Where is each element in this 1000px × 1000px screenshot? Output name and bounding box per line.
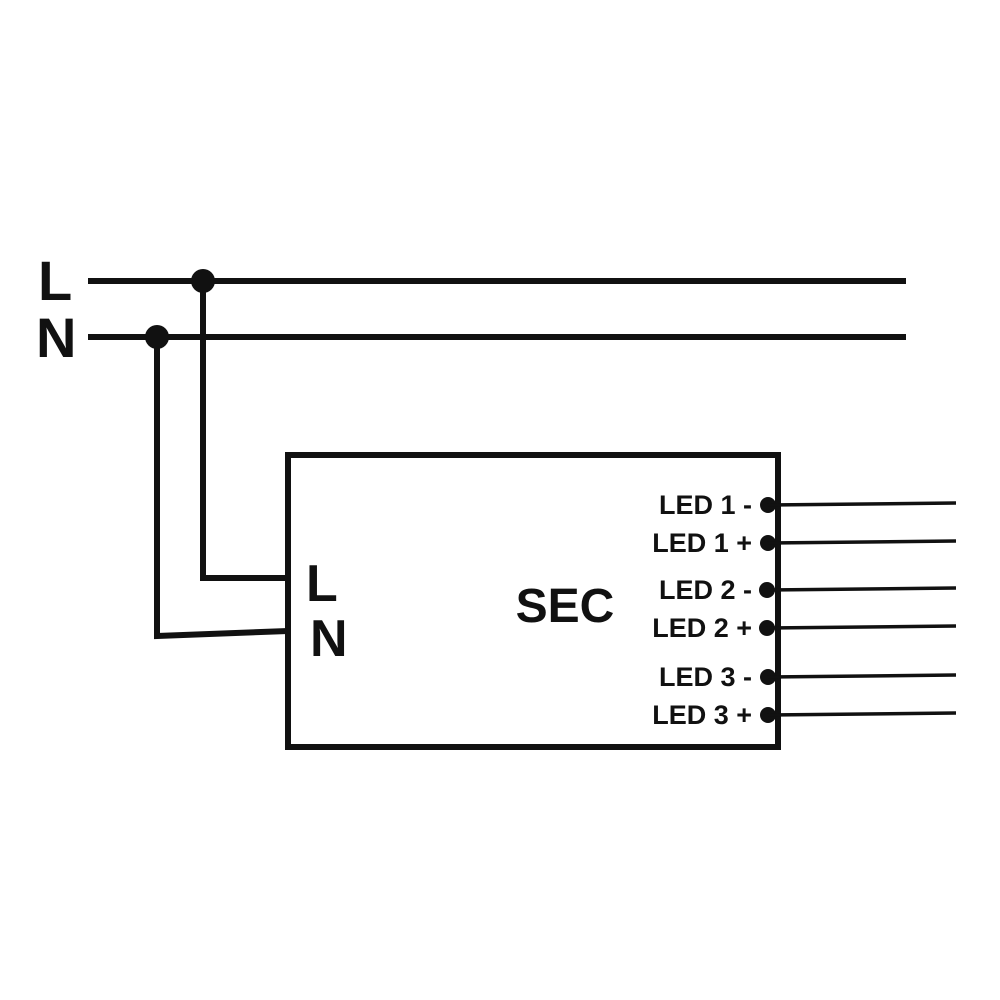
- output-label-led1-plus: LED 1 +: [652, 528, 752, 558]
- output-wire: [767, 539, 957, 545]
- wire-n-to-driver: [154, 337, 289, 640]
- mains-label-n: N: [36, 306, 76, 369]
- output-wire: [766, 586, 957, 592]
- driver-box: [285, 452, 781, 750]
- driver-name-label: SEC: [516, 580, 615, 633]
- output-label-led2-minus: LED 2 -: [659, 575, 752, 605]
- output-label-led3-minus: LED 3 -: [659, 662, 752, 692]
- mains-label-l: L: [38, 249, 72, 312]
- output-wire: [767, 501, 957, 507]
- driver-terminal-l-label: L: [306, 555, 338, 613]
- output-wire: [767, 711, 957, 717]
- output-wire: [766, 624, 957, 630]
- output-label-led3-plus: LED 3 +: [652, 700, 752, 730]
- driver-terminal-n-label: N: [310, 610, 348, 668]
- output-label-led2-plus: LED 2 +: [652, 613, 752, 643]
- output-label-led1-minus: LED 1 -: [659, 490, 752, 520]
- wire-l-to-driver: [200, 281, 288, 581]
- output-wire: [767, 673, 957, 679]
